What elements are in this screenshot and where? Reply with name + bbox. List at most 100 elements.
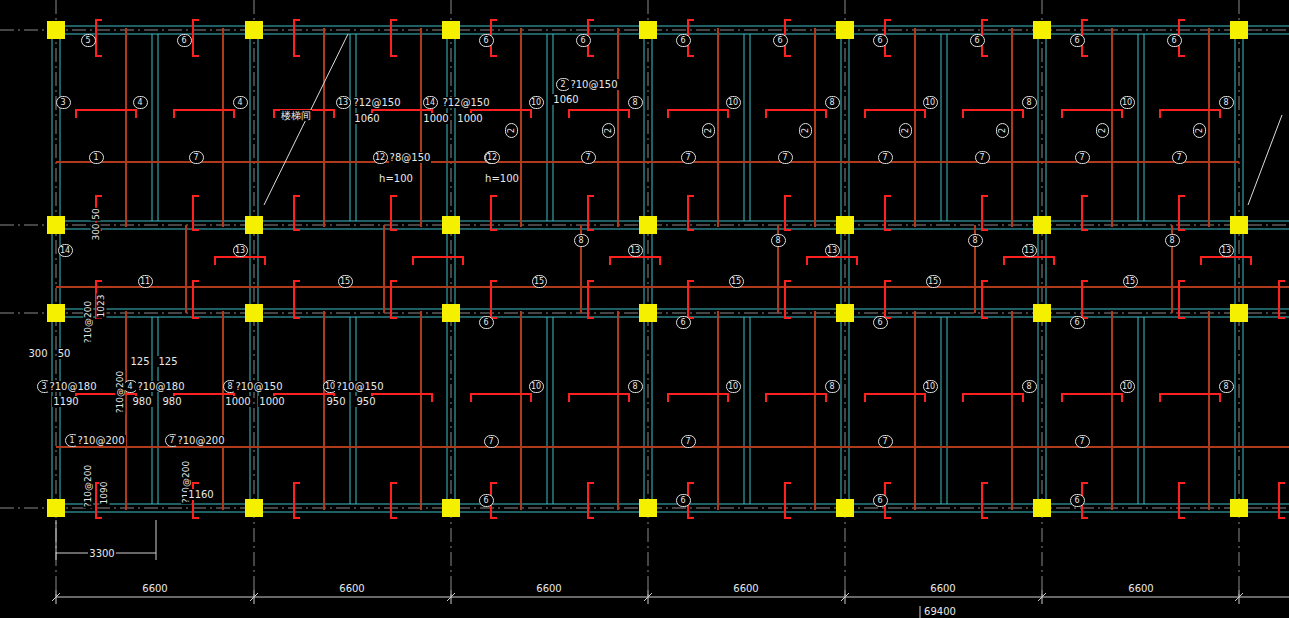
top-rebar-bar xyxy=(766,110,826,118)
top-rebar-bracket xyxy=(1082,281,1088,318)
callout-number: 7 xyxy=(1075,151,1090,164)
secondary-beam xyxy=(152,34,153,221)
secondary-beam xyxy=(356,34,357,221)
callout-number: 10 xyxy=(923,380,938,393)
secondary-beam xyxy=(744,34,745,221)
callout-number: 8 xyxy=(968,234,983,247)
secondary-beam xyxy=(350,34,351,221)
callout-number: 2 xyxy=(1096,123,1109,138)
top-rebar-bar xyxy=(610,257,660,265)
annotation-text: 6600 xyxy=(732,583,759,594)
annotation-text: 1000 xyxy=(422,113,449,124)
annotation-text: 69400 xyxy=(923,606,957,617)
secondary-beam xyxy=(750,34,751,221)
annotation-text: ?10@200 xyxy=(83,300,93,344)
callout-number: 6 xyxy=(1070,34,1085,47)
top-rebar-bracket xyxy=(491,281,497,318)
column xyxy=(639,216,657,234)
column xyxy=(47,216,65,234)
annotation-text: 1160 xyxy=(187,489,214,500)
annotation-text: 6600 xyxy=(141,583,168,594)
column xyxy=(245,216,263,234)
callout-number: 14 xyxy=(423,96,438,109)
callout-number: 13 xyxy=(233,244,248,257)
annotation-text: ?12@150 xyxy=(352,97,401,108)
secondary-beam xyxy=(1144,317,1145,504)
bottom-rebar xyxy=(1208,311,1210,510)
top-rebar-bar xyxy=(76,394,136,402)
annotation-text: 980 xyxy=(131,396,152,407)
top-rebar-bracket xyxy=(688,196,694,230)
top-rebar-bracket xyxy=(1279,483,1285,518)
callout-number: 13 xyxy=(628,244,643,257)
callout-number: 2 xyxy=(602,123,615,138)
beam-line xyxy=(48,221,1289,222)
callout-number: 7 xyxy=(681,151,696,164)
secondary-beam xyxy=(941,34,942,221)
beam-line xyxy=(48,512,1289,513)
top-rebar-bar xyxy=(807,257,857,265)
callout-number: 6 xyxy=(1070,494,1085,507)
bottom-rebar xyxy=(914,28,916,227)
top-rebar-bar xyxy=(766,394,826,402)
annotation-text: ?10@150 xyxy=(335,381,384,392)
bottom-rebar xyxy=(1208,28,1210,227)
callout-number: 10 xyxy=(1120,380,1135,393)
callout-number: 8 xyxy=(1165,234,1180,247)
bottom-rebar xyxy=(185,225,187,313)
column xyxy=(245,304,263,322)
top-rebar-bracket xyxy=(785,281,791,318)
dimension-tick xyxy=(250,593,258,601)
secondary-beam xyxy=(1138,317,1139,504)
secondary-beam xyxy=(941,317,942,504)
callout-number: 1 xyxy=(89,151,104,164)
annotation-text: 1060 xyxy=(353,113,380,124)
callout-number: 7 xyxy=(484,435,499,448)
secondary-beam xyxy=(1138,34,1139,221)
column xyxy=(442,499,460,517)
callout-number: 6 xyxy=(676,316,691,329)
annotation-text: ?10@180 xyxy=(136,381,185,392)
top-rebar-bracket xyxy=(391,196,397,230)
callout-number: 13 xyxy=(1219,244,1234,257)
column xyxy=(836,499,854,517)
bottom-rebar xyxy=(125,28,127,227)
top-rebar-bracket xyxy=(193,281,199,318)
top-rebar-bracket xyxy=(588,281,594,318)
top-rebar-bracket xyxy=(391,20,397,56)
secondary-beam xyxy=(350,317,351,504)
column xyxy=(1033,499,1051,517)
beam-line xyxy=(841,22,842,516)
callout-number: 7 xyxy=(878,435,893,448)
column xyxy=(836,304,854,322)
callout-number: 4 xyxy=(133,96,148,109)
top-rebar-bar xyxy=(215,257,265,265)
dimension-tick xyxy=(1235,593,1243,601)
annotation-text: 125 xyxy=(129,356,150,367)
column xyxy=(1033,21,1051,39)
annotation-text: 950 xyxy=(355,396,376,407)
callout-number: 15 xyxy=(1123,275,1138,288)
secondary-beam xyxy=(356,317,357,504)
top-rebar-bracket xyxy=(588,483,594,518)
column xyxy=(1033,216,1051,234)
column xyxy=(639,499,657,517)
beam-line xyxy=(258,22,259,516)
annotation-text: 980 xyxy=(161,396,182,407)
callout-number: 7 xyxy=(878,151,893,164)
beam-line xyxy=(1243,22,1244,516)
secondary-beam xyxy=(553,34,554,221)
top-rebar-bracket xyxy=(193,196,199,230)
secondary-beam xyxy=(158,317,159,504)
column xyxy=(639,304,657,322)
callout-number: 8 xyxy=(628,96,643,109)
secondary-beam xyxy=(553,317,554,504)
top-rebar-bracket xyxy=(294,281,300,318)
top-rebar-bar xyxy=(76,110,136,118)
secondary-beam xyxy=(1144,34,1145,221)
callout-number: 8 xyxy=(771,234,786,247)
top-rebar-bracket xyxy=(1179,281,1185,318)
annotation-text: h=100 xyxy=(378,173,414,184)
dimension-tick xyxy=(56,520,57,560)
